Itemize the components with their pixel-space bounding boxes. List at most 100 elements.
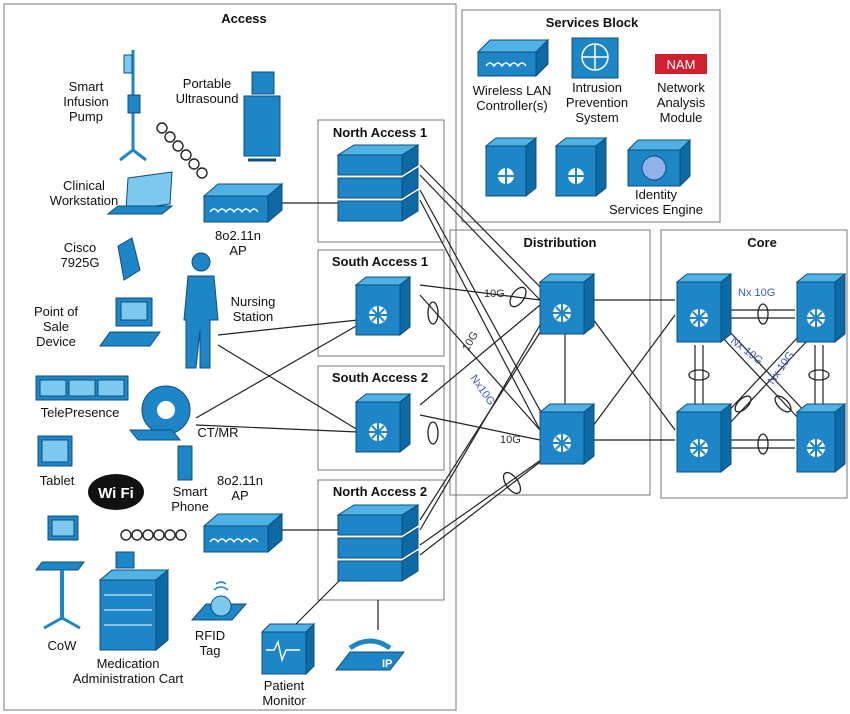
speed-label-10g-a: 10G bbox=[484, 288, 505, 300]
nam-label-line1: Network bbox=[657, 80, 705, 95]
rfid-label-1: RFID bbox=[195, 628, 225, 643]
core-switch-1 bbox=[675, 272, 733, 344]
north-access-2-box bbox=[317, 479, 445, 601]
smart-phone-label-2: Phone bbox=[171, 499, 209, 514]
med-cart-label-1: Medication bbox=[97, 656, 160, 671]
wifi-logo-text: Wi Fi bbox=[98, 485, 134, 502]
cisco-phone-label-2: 7925G bbox=[60, 255, 99, 270]
south-access-1-switch bbox=[354, 275, 412, 337]
nam-badge-text: NAM bbox=[667, 57, 696, 72]
infusion-pump-label-2: Infusion bbox=[63, 94, 109, 109]
pos-label-1: Point of bbox=[34, 304, 78, 319]
clinical-workstation-icon bbox=[106, 171, 174, 215]
cisco-phone-label-1: Cisco bbox=[64, 240, 97, 255]
infusion-pump-icon bbox=[119, 50, 147, 162]
ise-label-line1: Identity bbox=[635, 187, 677, 202]
ip-phone-badge-text: IP bbox=[382, 658, 392, 670]
south-access-2-box bbox=[317, 365, 445, 471]
med-cart-label-2: Administration Cart bbox=[73, 671, 184, 686]
tablet-icon bbox=[37, 435, 73, 467]
ip-phone-icon: IP bbox=[334, 638, 406, 671]
nam-label-line3: Module bbox=[660, 110, 703, 125]
cisco-wireless-phone-icon bbox=[117, 237, 141, 281]
north-access-2-switch-stack bbox=[336, 504, 420, 582]
access-point-2-icon bbox=[202, 512, 284, 554]
rfid-label-2: Tag bbox=[200, 643, 221, 658]
smart-phone-icon bbox=[177, 445, 193, 481]
services-block-zone bbox=[461, 9, 721, 223]
wireless-lan-controller-icon bbox=[476, 38, 550, 78]
smart-phone-label-1: Smart bbox=[173, 484, 208, 499]
ultrasound-icon bbox=[243, 71, 281, 162]
workstation-label-1: Clinical bbox=[63, 178, 105, 193]
tablet-label: Tablet bbox=[40, 473, 75, 488]
north-access-1-label: North Access 1 bbox=[333, 125, 427, 140]
nam-badge: NAM bbox=[655, 54, 707, 74]
workstation-label-2: Workstation bbox=[50, 193, 118, 208]
infusion-pump-label-3: Pump bbox=[69, 109, 103, 124]
pos-label-2: Sale bbox=[43, 319, 69, 334]
ap1-label-1: 8o2.11n bbox=[215, 228, 261, 243]
telepresence-icon bbox=[35, 375, 129, 401]
infusion-pump-label-1: Smart bbox=[69, 79, 104, 94]
distribution-switch-1 bbox=[538, 272, 596, 336]
ct-mr-scanner-icon bbox=[128, 385, 191, 441]
ips-label-line3: System bbox=[575, 110, 618, 125]
core-title: Core bbox=[747, 235, 777, 250]
ips-label-line1: Intrusion bbox=[572, 80, 622, 95]
pos-label-3: Device bbox=[36, 334, 76, 349]
wireless-signal-icon-2 bbox=[120, 529, 187, 541]
north-access-1-box bbox=[317, 119, 445, 243]
ultrasound-label-2: Ultrasound bbox=[176, 91, 239, 106]
medication-cart-icon bbox=[98, 551, 170, 652]
ise-label-line2: Services Engine bbox=[609, 202, 703, 217]
nursing-station-label-1: Nursing bbox=[231, 294, 276, 309]
cow-label: CoW bbox=[48, 638, 78, 653]
speed-label-core-top: Nx 10G bbox=[738, 287, 775, 299]
ultrasound-label-1: Portable bbox=[183, 76, 231, 91]
core-switch-3 bbox=[675, 402, 733, 474]
nursing-station-label-2: Station bbox=[233, 309, 273, 324]
ap2-label-1: 8o2.11n bbox=[217, 473, 263, 488]
bundle-rings bbox=[427, 286, 830, 495]
ct-mr-label: CT/MR bbox=[197, 425, 238, 440]
nam-label-line2: Analysis bbox=[657, 95, 706, 110]
ap2-label-2: AP bbox=[231, 488, 248, 503]
uplinks bbox=[195, 164, 824, 631]
north-access-2-label: North Access 2 bbox=[333, 484, 427, 499]
ips-label-line2: Prevention bbox=[566, 95, 628, 110]
core-zone bbox=[660, 229, 848, 499]
intrusion-prevention-icon bbox=[571, 37, 619, 79]
core-switch-4 bbox=[795, 402, 847, 474]
access-point-1-icon bbox=[202, 182, 284, 224]
south-access-2-label: South Access 2 bbox=[332, 370, 428, 385]
patient-monitor-icon bbox=[260, 622, 316, 676]
nurse-icon bbox=[183, 252, 219, 369]
telepresence-label: TelePresence bbox=[41, 405, 120, 420]
wlc-label-line1: Wireless LAN bbox=[473, 83, 552, 98]
computer-on-wheels-icon bbox=[35, 515, 85, 630]
south-access-1-box bbox=[317, 249, 445, 357]
south-access-2-switch bbox=[354, 392, 412, 454]
wifi-logo: Wi Fi bbox=[88, 474, 144, 510]
services-switch-1 bbox=[484, 136, 538, 198]
core-switch-2 bbox=[795, 272, 847, 344]
speed-label-nx10g: Nx10G bbox=[468, 373, 497, 408]
ap1-label-2: AP bbox=[229, 243, 246, 258]
distribution-zone bbox=[449, 229, 651, 496]
wlc-label-line2: Controller(s) bbox=[476, 98, 548, 113]
rfid-tag-icon bbox=[190, 581, 248, 621]
point-of-sale-icon bbox=[99, 297, 161, 347]
services-title: Services Block bbox=[546, 15, 639, 30]
access-zone bbox=[3, 3, 457, 711]
wireless-signal-icon bbox=[156, 122, 208, 179]
distribution-title: Distribution bbox=[524, 235, 597, 250]
speed-label-10g-b: 10G bbox=[460, 329, 481, 353]
patient-monitor-label-2: Monitor bbox=[262, 693, 306, 708]
distribution-switch-2 bbox=[538, 402, 596, 466]
south-access-1-label: South Access 1 bbox=[332, 254, 428, 269]
services-switch-2 bbox=[554, 136, 608, 198]
speed-label-10g-c: 10G bbox=[500, 434, 521, 446]
north-access-1-switch-stack bbox=[336, 144, 420, 222]
